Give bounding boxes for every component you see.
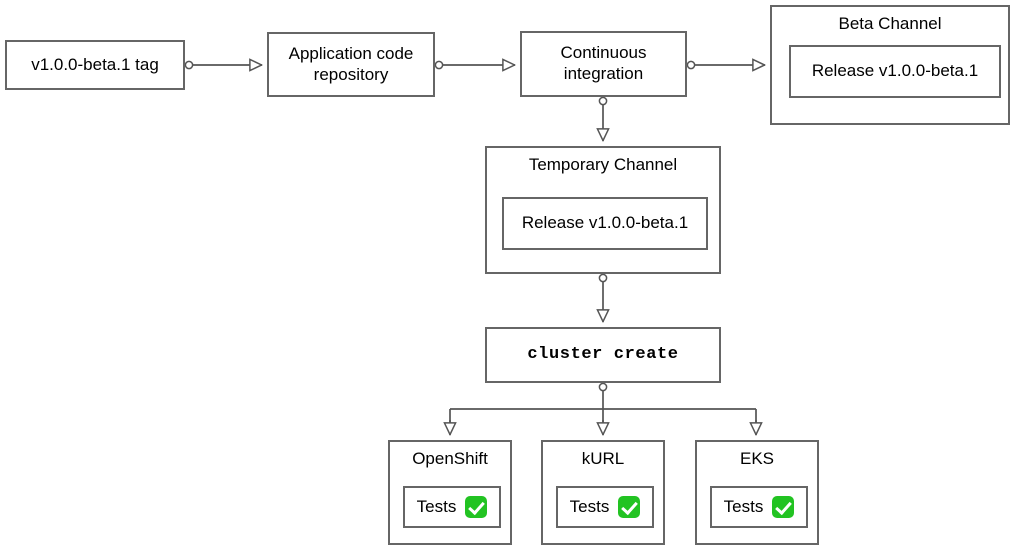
edge-source-dot [598, 96, 608, 106]
check-green-icon [772, 496, 795, 518]
node-version-tag[interactable]: v1.0.0-beta.1 tag [5, 40, 185, 90]
container-eks-title: EKS [739, 449, 775, 468]
eks-tests-label: Tests [723, 496, 764, 516]
kurl-tests-box[interactable]: Tests [556, 486, 654, 528]
container-openshift[interactable]: OpenShift Tests [388, 440, 512, 545]
node-version-tag-label: v1.0.0-beta.1 tag [31, 54, 159, 74]
edge-bus-cluster-create [449, 391, 757, 424]
container-kurl-title: kURL [581, 449, 625, 468]
edge-source-dot [686, 60, 696, 70]
node-cluster-create-label: cluster create [527, 344, 679, 364]
container-beta-channel[interactable]: Beta Channel Release v1.0.0-beta.1 [770, 5, 1010, 125]
container-temporary-channel-title: Temporary Channel [528, 155, 678, 174]
edge-source-dot [184, 60, 194, 70]
container-temporary-channel[interactable]: Temporary Channel Release v1.0.0-beta.1 [485, 146, 721, 274]
edge-source-dot [598, 273, 608, 283]
openshift-tests-box[interactable]: Tests [403, 486, 501, 528]
kurl-tests-label: Tests [569, 496, 610, 516]
container-beta-channel-title: Beta Channel [838, 14, 942, 33]
temporary-channel-release-label: Release v1.0.0-beta.1 [521, 213, 689, 233]
edge-source-dot [434, 60, 444, 70]
container-openshift-title: OpenShift [412, 449, 488, 468]
node-application-code-repository[interactable]: Application code repository [267, 32, 435, 97]
edge-source-dot [598, 382, 608, 392]
beta-channel-release-box[interactable]: Release v1.0.0-beta.1 [789, 45, 1001, 98]
node-continuous-integration-label: Continuous integration [560, 43, 647, 83]
node-continuous-integration[interactable]: Continuous integration [520, 31, 687, 97]
node-application-code-repository-label: Application code repository [288, 43, 414, 84]
eks-tests-box[interactable]: Tests [710, 486, 808, 528]
check-green-icon [618, 496, 641, 518]
check-green-icon [465, 496, 488, 518]
beta-channel-release-label: Release v1.0.0-beta.1 [811, 61, 979, 81]
container-kurl[interactable]: kURL Tests [541, 440, 665, 545]
temporary-channel-release-box[interactable]: Release v1.0.0-beta.1 [502, 197, 708, 250]
container-eks[interactable]: EKS Tests [695, 440, 819, 545]
openshift-tests-label: Tests [416, 496, 457, 516]
node-cluster-create[interactable]: cluster create [485, 327, 721, 383]
